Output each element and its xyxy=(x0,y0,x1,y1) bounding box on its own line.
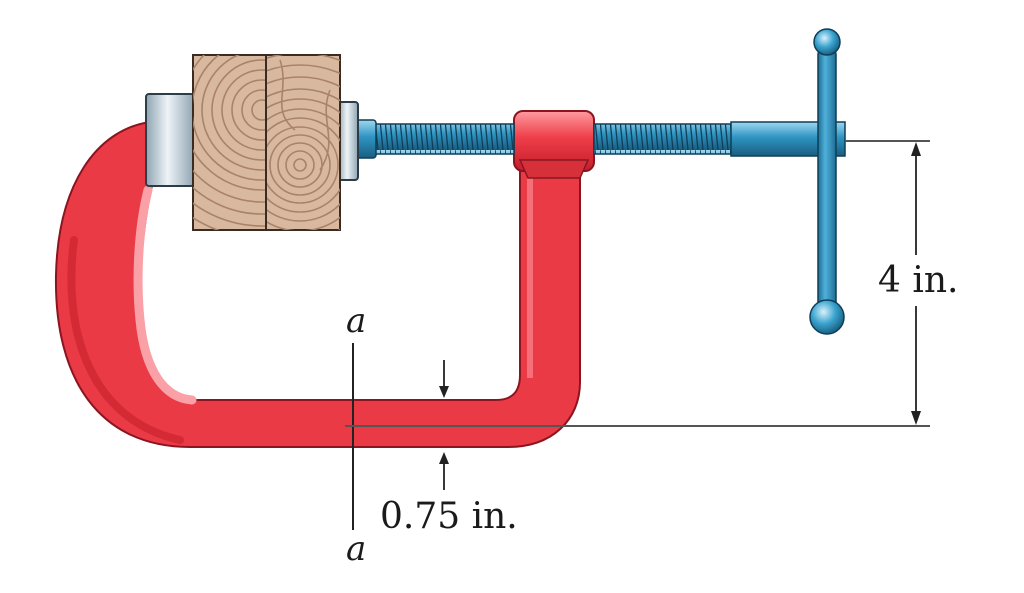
fixed-jaw-pad xyxy=(145,93,195,187)
handle-top-knob xyxy=(813,28,841,56)
wood-grain-right xyxy=(266,55,340,230)
handle xyxy=(730,28,846,335)
height-dimension: 4 in. xyxy=(878,142,959,425)
section-label-bottom: a xyxy=(346,529,366,569)
wood-blocks xyxy=(192,54,341,231)
wood-grain-left xyxy=(193,55,266,230)
thickness-dimension: 0.75 in. xyxy=(380,360,518,537)
thickness-dimension-label: 0.75 in. xyxy=(380,496,518,537)
section-label-top: a xyxy=(346,301,366,341)
clamp-frame xyxy=(54,120,581,448)
screw-collar xyxy=(513,110,595,179)
section-line: a a xyxy=(346,301,366,569)
height-dimension-label: 4 in. xyxy=(878,260,959,301)
handle-bottom-knob xyxy=(809,299,845,335)
